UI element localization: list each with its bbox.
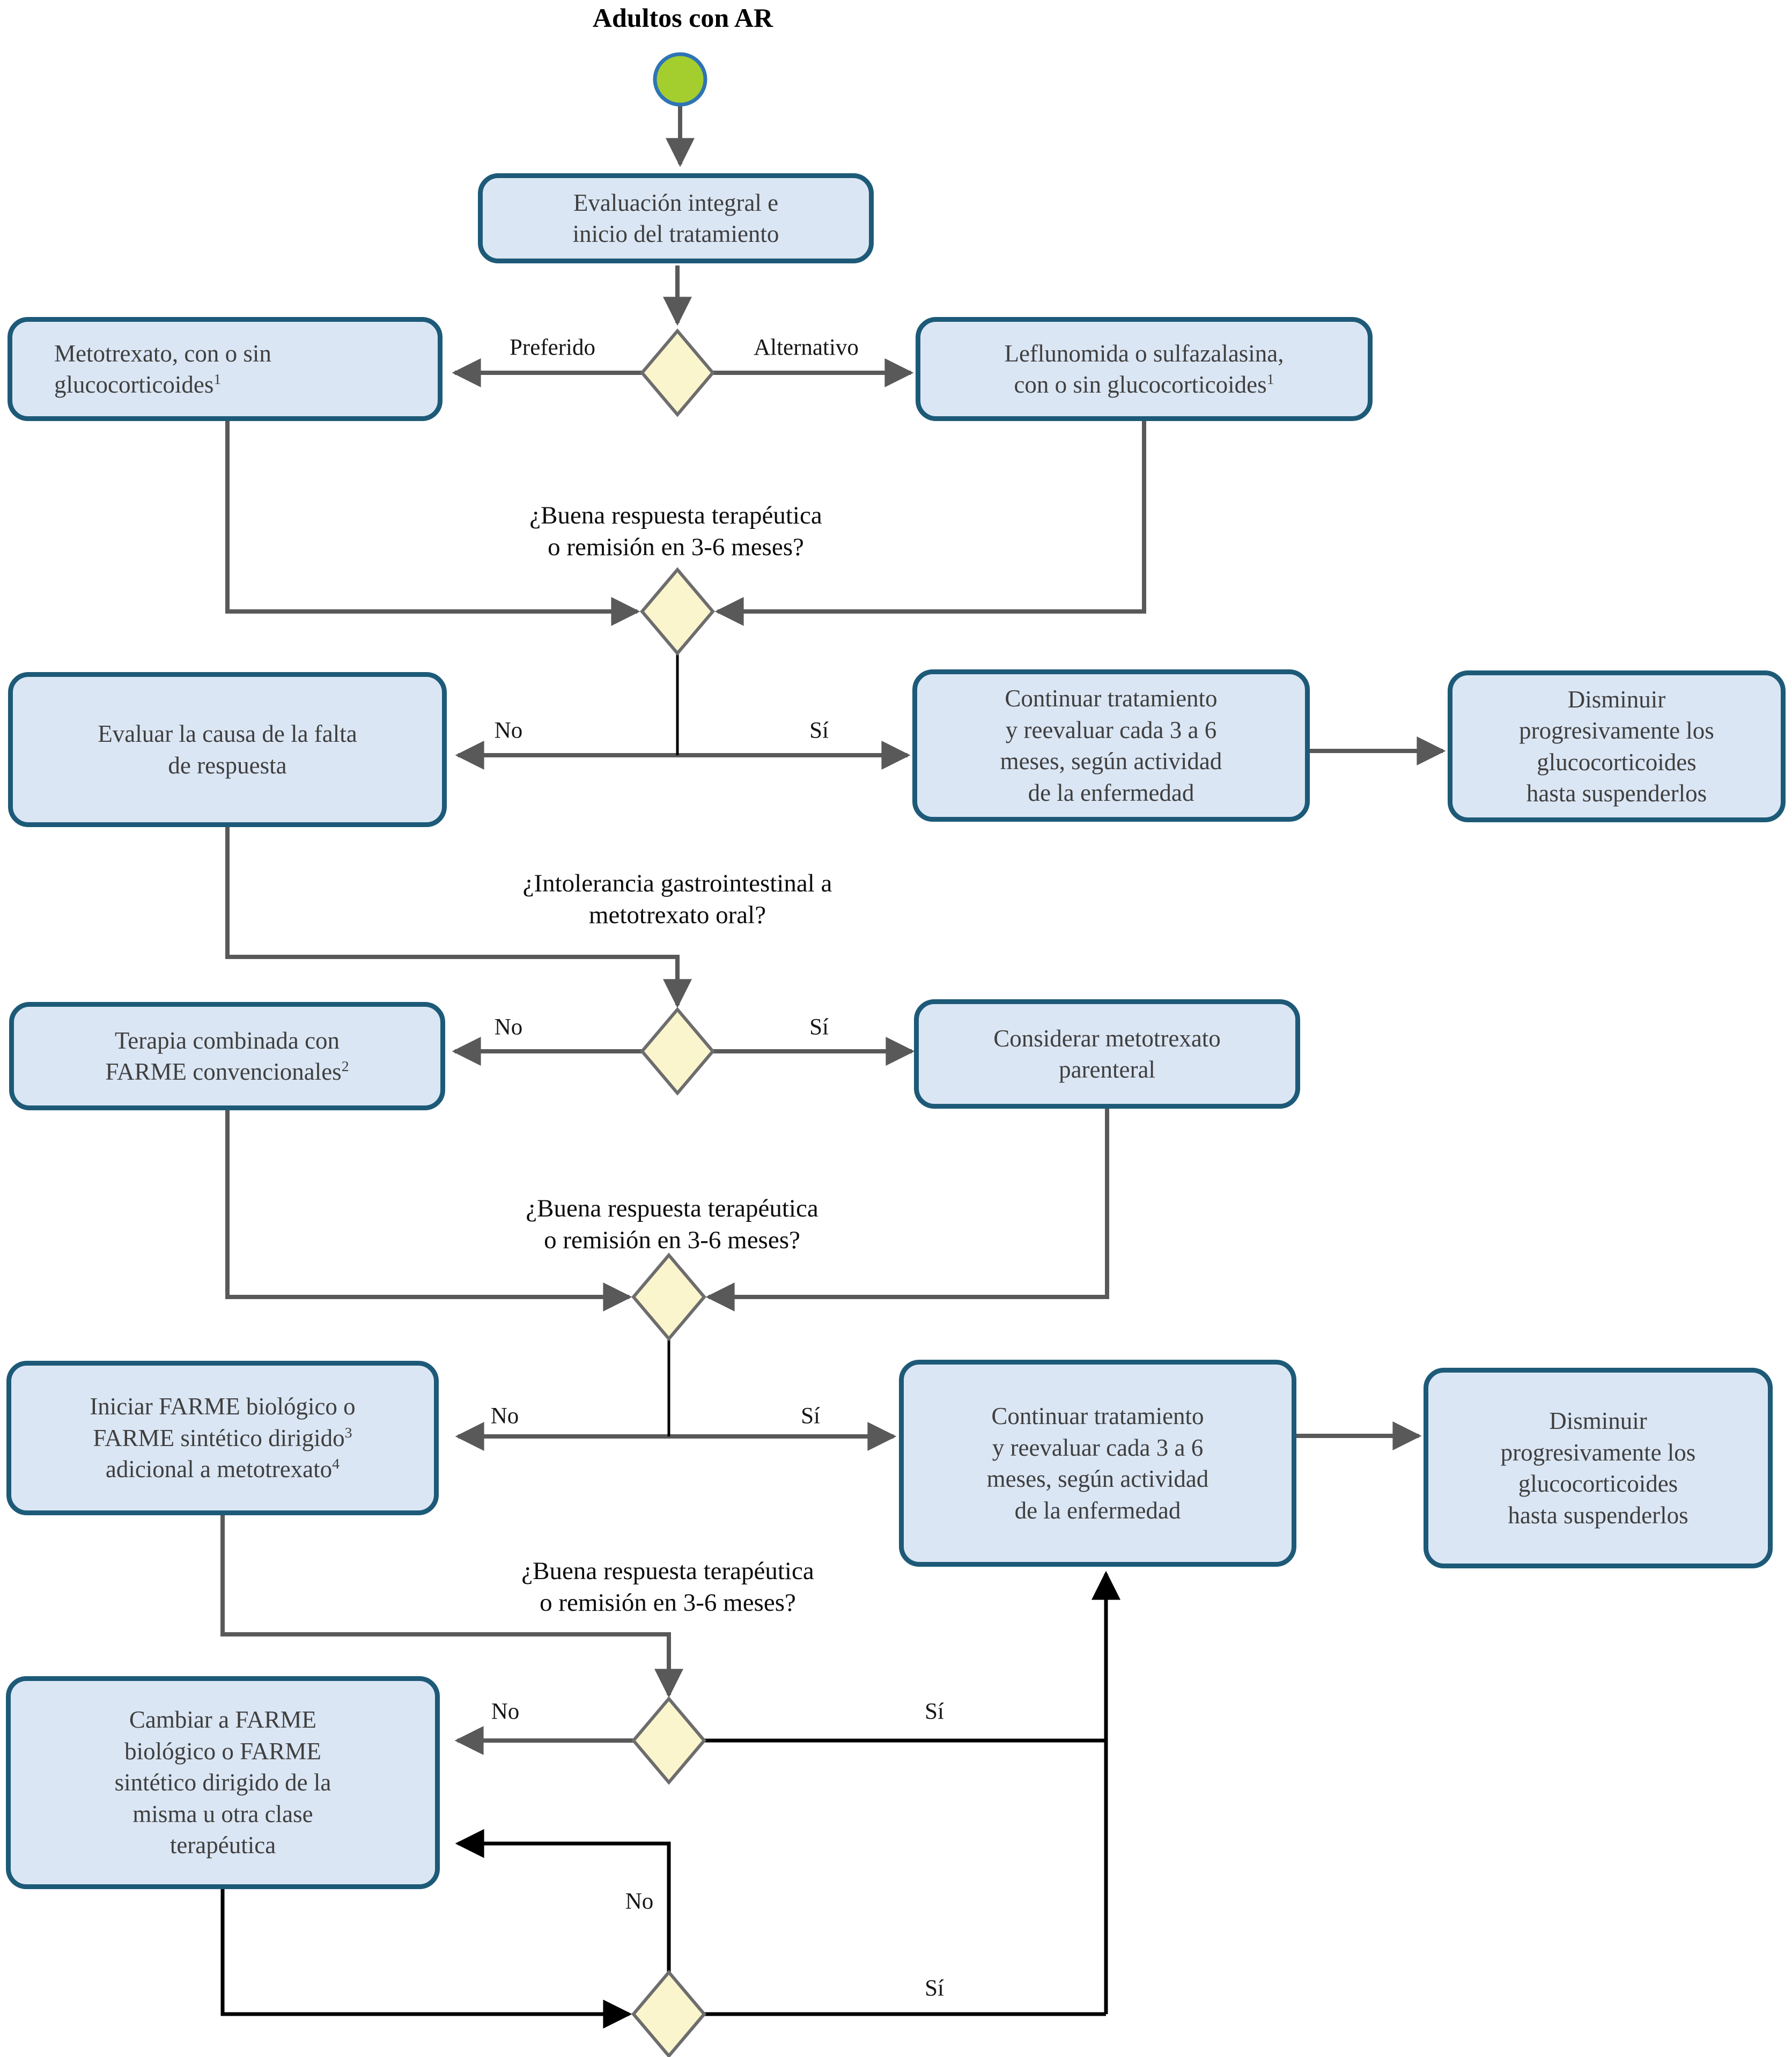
decision-diamond-intolerancia [640,1007,715,1096]
connector-leflunomida-to-merge1 [714,421,1146,626]
label-si-3: Sí [801,1403,820,1429]
label-preferido: Preferido [510,335,595,360]
label-no-2: No [494,1014,523,1040]
decision-diamonds [631,328,715,2057]
connector-iniciar-to-decision3 [220,1515,683,1698]
label-no-1: No [494,718,523,743]
label-si-1: Sí [809,718,829,743]
junction-stems [667,651,679,1436]
decision-diamond-respuesta-2 [631,1252,706,1341]
node-leflunomida: Leflunomida o sulfazalasina,con o sin gl… [916,317,1373,421]
connector-considerar-to-merge2 [705,1109,1109,1311]
label-si-4: Sí [925,1699,944,1724]
label-alternativo: Alternativo [754,335,859,360]
label-si-5: Sí [925,1975,944,2001]
decision-diamond-preferencia [640,328,715,417]
decision-diamond-respuesta-3 [631,1696,706,1785]
connector-metotrexato-to-merge1 [225,421,640,626]
label-no-5: No [625,1889,654,1914]
connector-q5-no-loop [455,1829,671,1974]
connector-evaluar-to-decision2 [225,827,692,1008]
connector-cambiar-to-decision4 [220,1889,632,2029]
decision-diamond-respuesta-4 [631,1970,706,2057]
black-connectors [220,1571,1120,2029]
decision-diamond-respuesta-1 [640,567,715,656]
connector-terapia-to-merge2 [225,1110,632,1311]
label-no-3: No [490,1403,519,1429]
start-state-circle [653,52,707,107]
gray-connectors [220,106,1446,1755]
page-title: Adultos con AR [592,3,773,33]
label-no-4: No [491,1699,520,1724]
label-si-2: Sí [809,1014,829,1040]
